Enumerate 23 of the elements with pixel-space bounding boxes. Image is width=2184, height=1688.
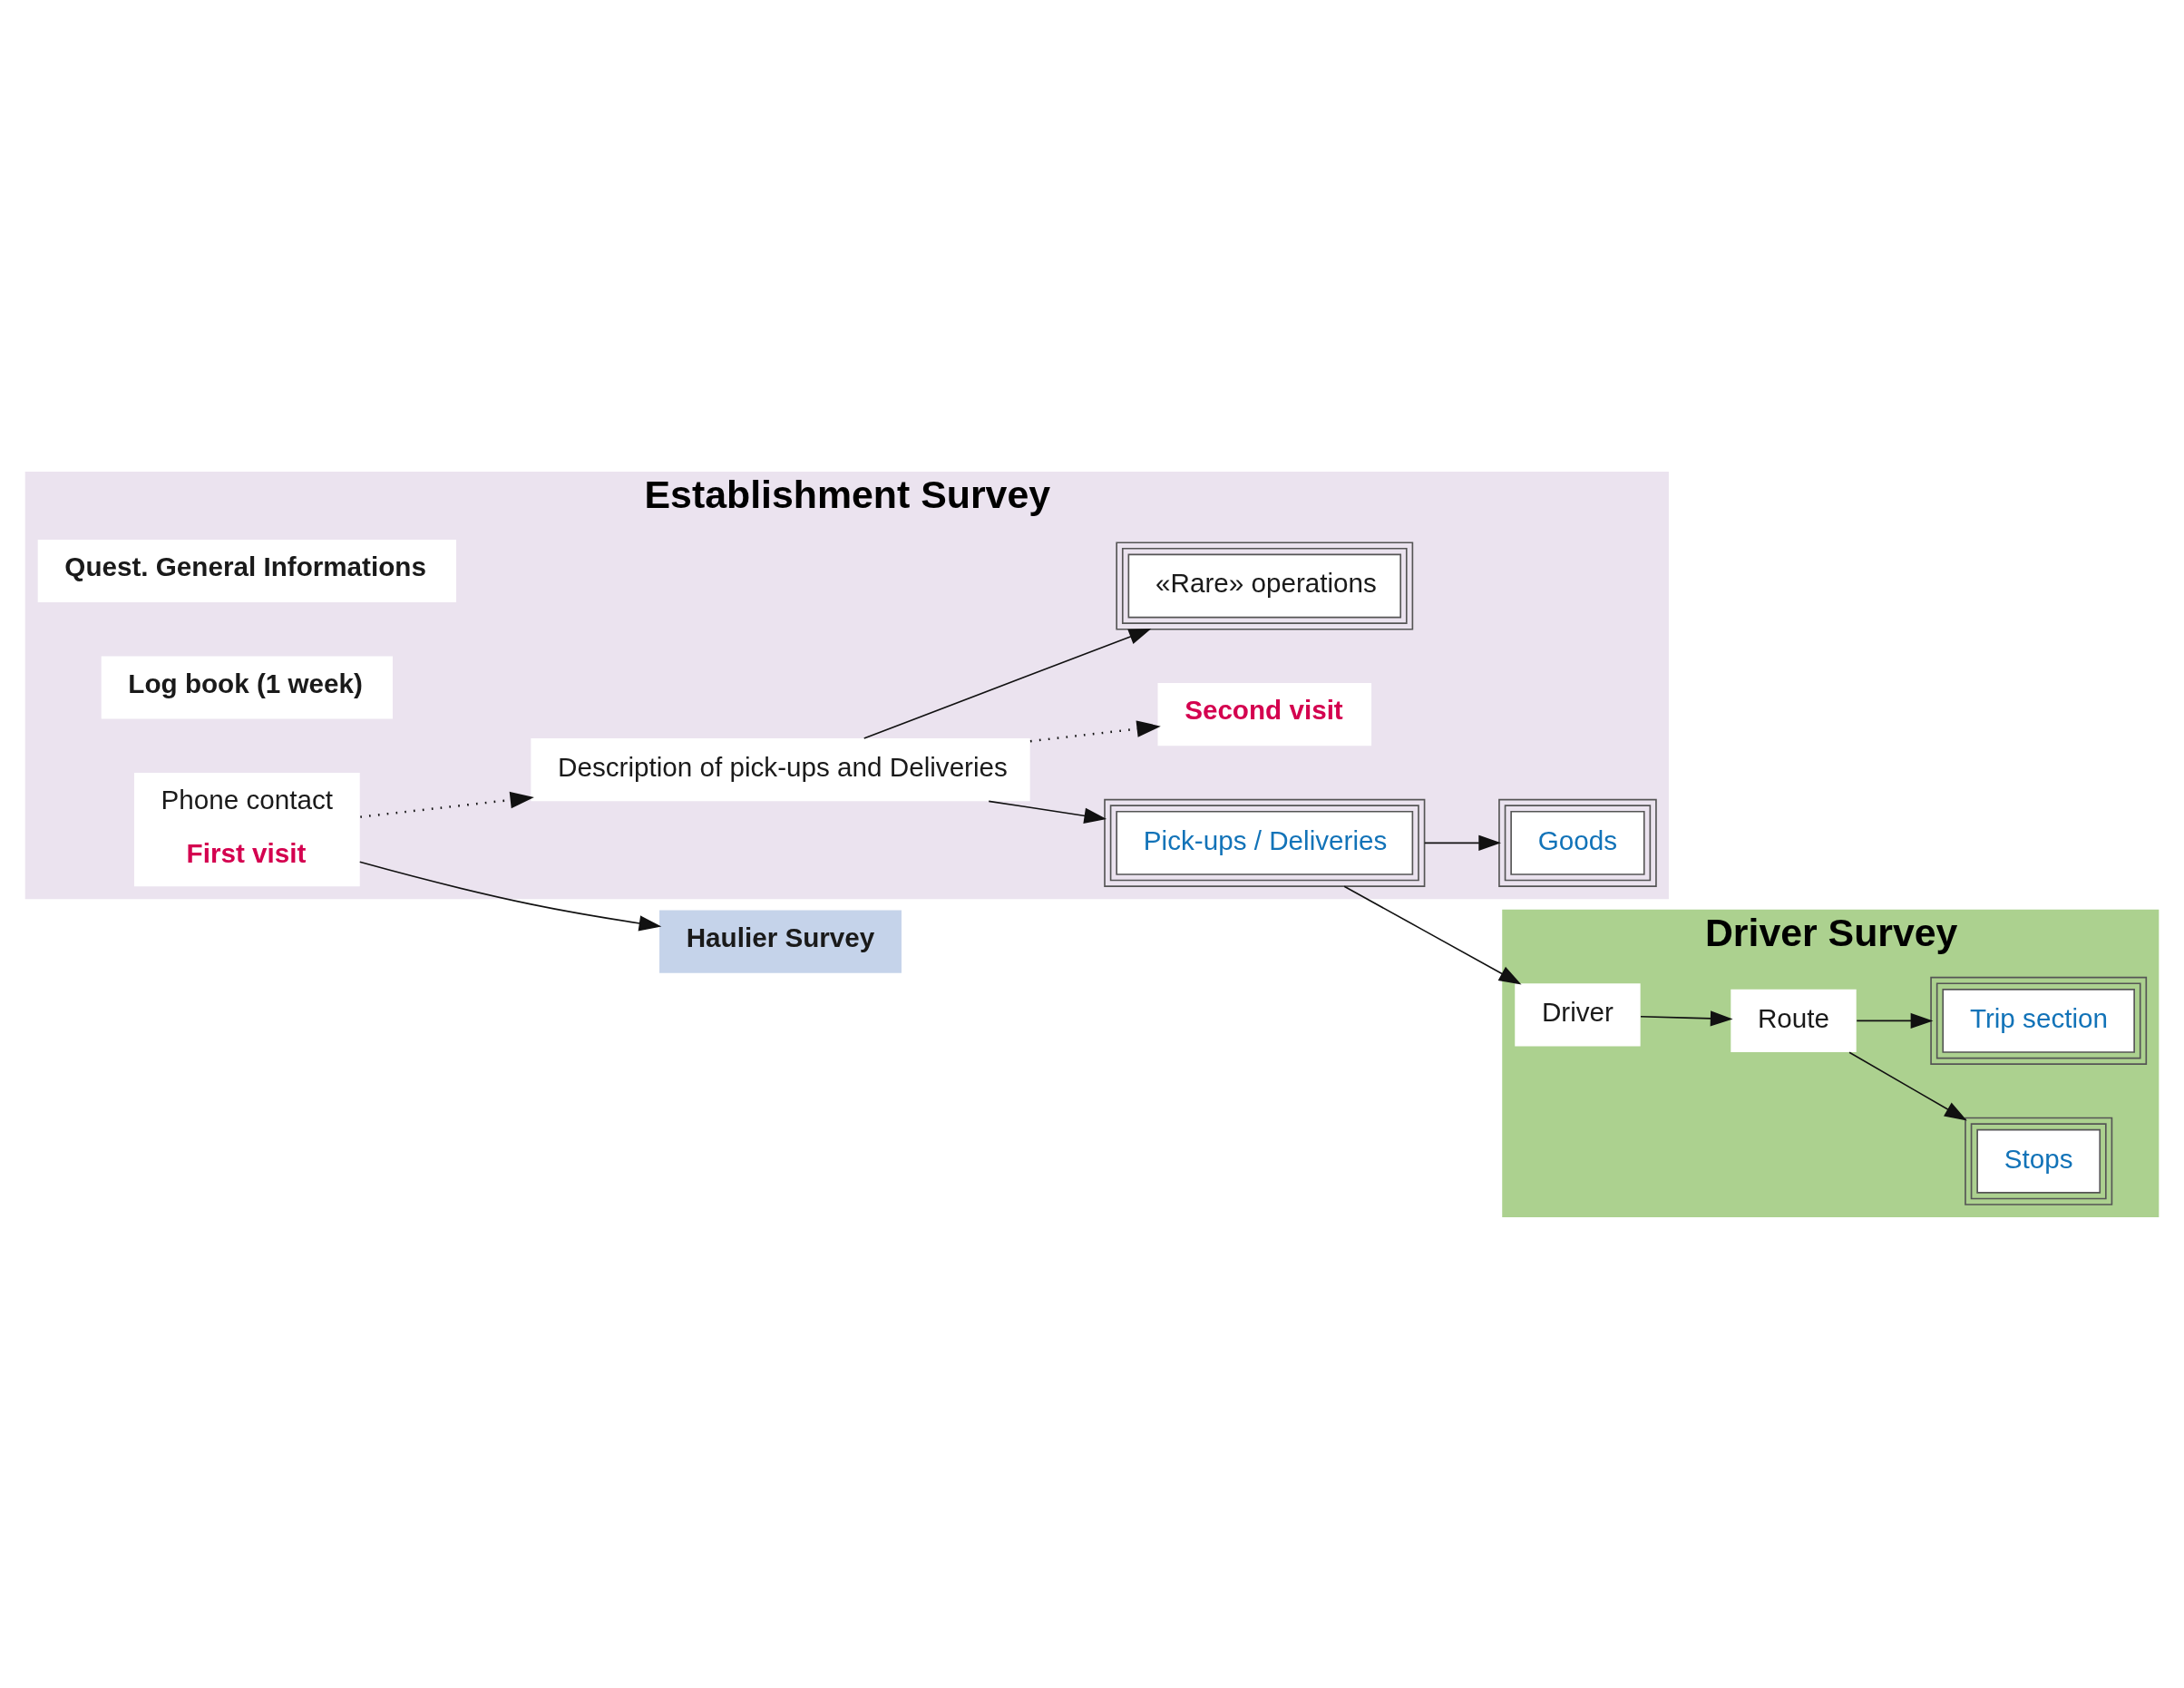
node-box: Log book (1 week) [101,655,393,719]
arrow [1856,1012,1934,1029]
arrow [863,628,1152,739]
node-box: Driver [1515,982,1641,1046]
node-box: Phone contact First visit [133,772,360,886]
arrow [1424,834,1502,851]
arrow [1343,884,1522,984]
node-box: Quest. General Informations [37,539,456,602]
node-box: Haulier Survey [659,910,902,973]
node-box: Goods [1498,798,1657,887]
arrow [988,800,1107,824]
node-box: «Rare» operations [1116,541,1414,630]
arrow [1848,1050,1967,1120]
node-box: Route [1731,989,1857,1052]
node-box: Second visit [1157,682,1372,746]
arrow [358,861,662,931]
node-box: Trip section [1930,976,2148,1065]
node-box: Stops [1965,1117,2113,1205]
node-box: Description of pick-ups and Deliveries [531,737,1030,801]
arrow [1640,1010,1733,1027]
arrow [1029,719,1161,742]
arrow [360,791,534,818]
node-box: Pick-ups / Deliveries [1104,798,1426,887]
